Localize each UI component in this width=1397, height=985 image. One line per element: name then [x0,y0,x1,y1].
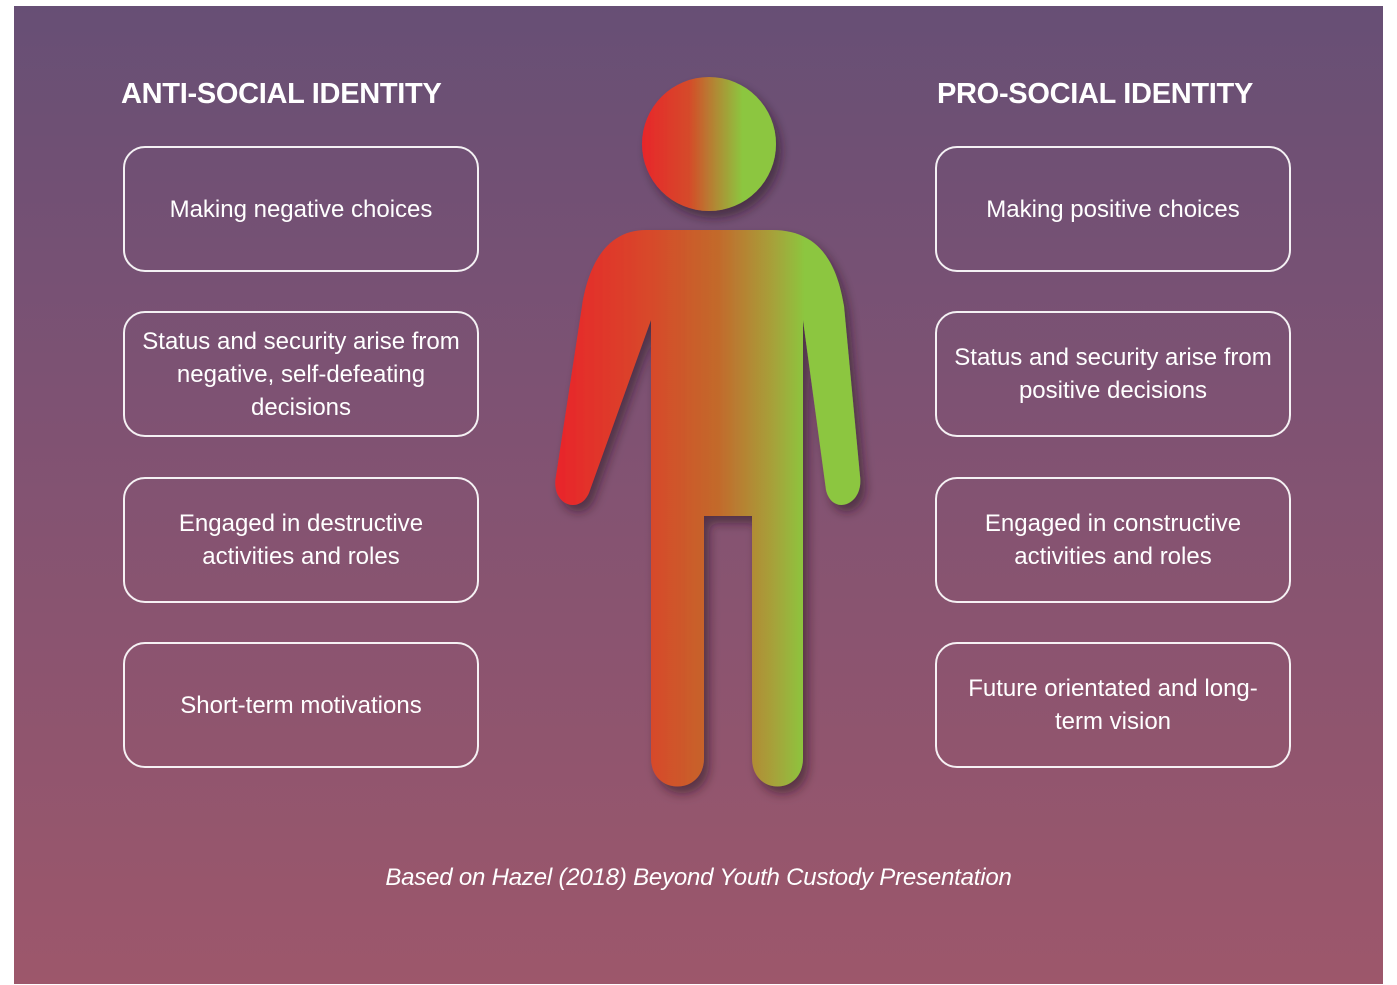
pro-social-heading: PRO-SOCIAL IDENTITY [937,78,1254,110]
source-caption: Based on Hazel (2018) Beyond Youth Custo… [385,864,1012,891]
pro-social-box-2: Status and security arise from positive … [935,311,1291,437]
pro-social-box-1: Making positive choices [935,146,1291,272]
anti-social-box-3: Engaged in destructive activities and ro… [123,477,479,603]
person-icon [555,77,861,787]
figure-head [642,77,776,211]
anti-social-box-4: Short-term motivations [123,642,479,768]
diagram-panel: ANTI-SOCIAL IDENTITY PRO-SOCIAL IDENTITY… [14,6,1383,984]
pro-social-box-3: Engaged in constructive activities and r… [935,477,1291,603]
anti-social-box-1: Making negative choices [123,146,479,272]
figure-body [555,230,861,787]
pro-social-box-4: Future orientated and long-term vision [935,642,1291,768]
anti-social-box-2: Status and security arise from negative,… [123,311,479,437]
anti-social-heading: ANTI-SOCIAL IDENTITY [121,78,442,110]
